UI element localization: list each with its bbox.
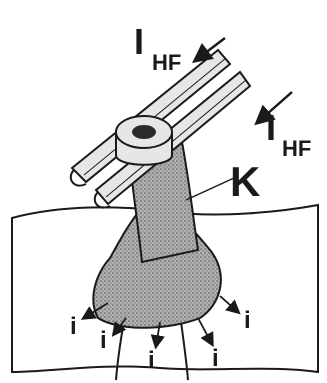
label-leak-2: i — [100, 327, 107, 354]
label-leak-3: i — [148, 347, 155, 374]
pipe-end — [116, 116, 172, 165]
label-leak-5: i — [244, 307, 251, 334]
clamp-leader-line — [186, 178, 234, 200]
label-current-top: I — [134, 21, 144, 62]
label-leak-4: i — [212, 345, 219, 372]
label-current-top-sub: HF — [152, 50, 181, 75]
label-current-right-sub: HF — [282, 136, 311, 161]
label-leak-1: i — [70, 313, 77, 340]
label-current-right: I — [266, 107, 276, 148]
label-clamp: K — [230, 158, 260, 205]
